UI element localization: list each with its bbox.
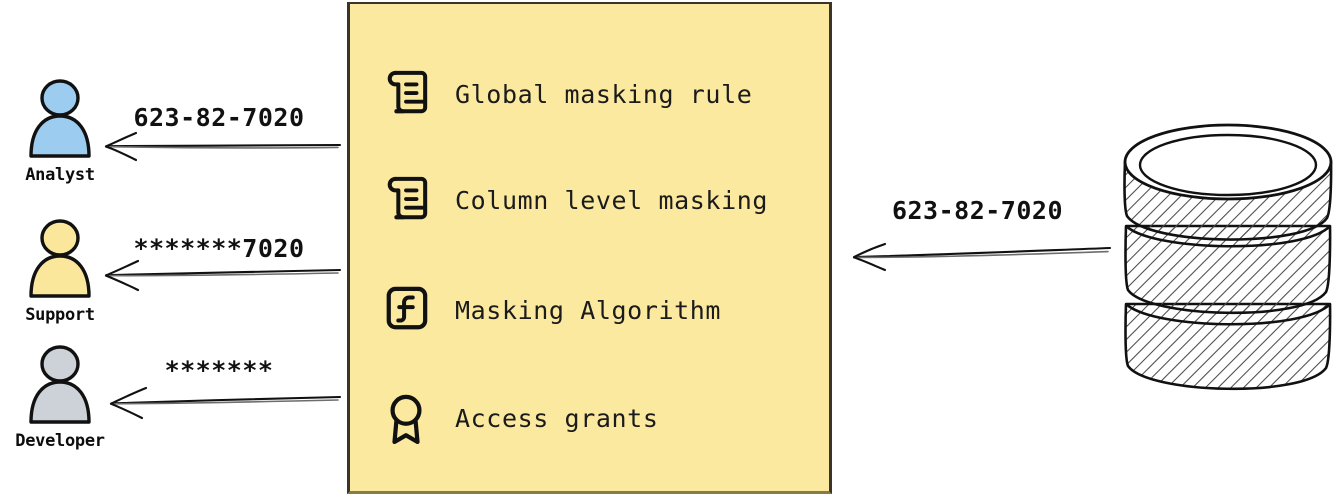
- person-icon: [29, 79, 91, 158]
- flow-support: *******7020: [98, 234, 342, 298]
- policy-row-label: Column level masking: [455, 185, 769, 215]
- award-ribbon-icon: [390, 394, 422, 444]
- policy-row[interactable]: Masking Algorithm: [383, 282, 721, 338]
- flow-database-to-card: 623-82-7020: [845, 196, 1112, 272]
- policy-row[interactable]: Column level masking: [383, 172, 768, 228]
- policy-card: Global masking rule Column level masking…: [347, 2, 832, 494]
- policy-row-label: Masking Algorithm: [455, 295, 722, 325]
- flow-label: *******: [164, 356, 274, 385]
- scroll-document-icon: [387, 70, 428, 114]
- flow-label: *******7020: [133, 234, 305, 263]
- policy-row-label: Global masking rule: [455, 79, 753, 109]
- scroll-document-icon: [387, 176, 428, 220]
- flow-analyst: 623-82-7020: [98, 103, 342, 167]
- actor-label: Support: [25, 305, 95, 325]
- policy-row[interactable]: Access grants: [383, 390, 658, 446]
- function-box-icon: [386, 286, 428, 330]
- person-icon: [29, 345, 91, 424]
- policy-row-label: Access grants: [455, 403, 659, 433]
- person-icon: [29, 219, 91, 298]
- actor-support: Support: [0, 218, 120, 325]
- flow-label: 623-82-7020: [891, 196, 1064, 225]
- actor-label: Analyst: [25, 165, 95, 185]
- flow-label: 623-82-7020: [133, 103, 305, 132]
- actor-developer: Developer: [0, 344, 120, 451]
- actor-analyst: Analyst: [0, 78, 120, 185]
- actor-label: Developer: [15, 431, 105, 451]
- policy-row[interactable]: Global masking rule: [383, 66, 752, 122]
- flow-developer: *******: [98, 356, 342, 420]
- database-cylinder-icon[interactable]: [1118, 118, 1340, 410]
